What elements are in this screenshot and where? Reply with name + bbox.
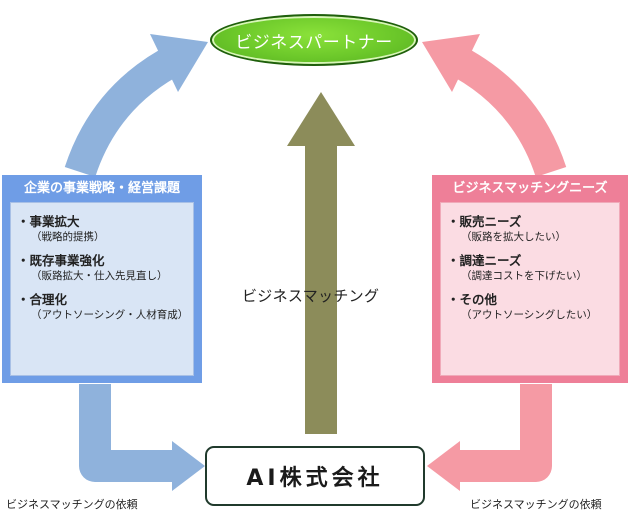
left-request-label: ビジネスマッチングの依頼 (6, 498, 138, 511)
item-heading: ・合理化 (17, 292, 68, 307)
right-request-label: ビジネスマッチングの依頼 (470, 498, 602, 511)
list-item: ・その他 （アウトソーシングしたい） (447, 291, 611, 322)
item-detail: （販路拡大・仕入先見直し） (31, 270, 168, 282)
right-curved-arrowhead (422, 34, 480, 92)
list-item: ・合理化 （アウトソーシング・人材育成） (17, 291, 189, 322)
right-curved-arrow-up (444, 43, 567, 178)
business-partner-ellipse: ビジネスパートナー (210, 14, 418, 66)
item-detail: （調達コストを下げたい） (461, 270, 587, 282)
list-item: ・事業拡大 （戦略的提携） (17, 213, 185, 244)
left-curved-arrow-up (64, 43, 186, 178)
strategy-panel-title: 企業の事業戦略・経営課題 (23, 181, 180, 196)
partner-label: ビジネスパートナー (235, 32, 393, 53)
needs-panel-body: ・販売ニーズ （販路を拡大したい） ・調達ニーズ （調達コストを下げたい） ・そ… (440, 202, 620, 376)
strategy-panel: 企業の事業戦略・経営課題 ・事業拡大 （戦略的提携） ・既存事業強化 （販路拡大… (2, 175, 202, 383)
item-heading: ・事業拡大 (17, 214, 80, 229)
company-box: AI株式会社 (205, 446, 425, 506)
item-detail: （アウトソーシング・人材育成） (31, 309, 189, 321)
left-elbow-arrowhead (172, 441, 205, 491)
center-arrowhead (287, 92, 355, 146)
item-detail: （販路を拡大したい） (461, 231, 566, 243)
needs-panel-title: ビジネスマッチングニーズ (452, 181, 608, 196)
item-heading: ・その他 (447, 292, 498, 307)
item-heading: ・既存事業強化 (17, 253, 105, 268)
needs-panel: ビジネスマッチングニーズ ・販売ニーズ （販路を拡大したい） ・調達ニーズ （調… (432, 175, 628, 383)
strategy-panel-body: ・事業拡大 （戦略的提携） ・既存事業強化 （販路拡大・仕入先見直し） ・合理化… (10, 202, 194, 376)
list-item: ・販売ニーズ （販路を拡大したい） (447, 213, 611, 244)
list-item: ・既存事業強化 （販路拡大・仕入先見直し） (17, 252, 185, 283)
left-elbow-arrow (79, 384, 178, 482)
item-detail: （アウトソーシングしたい） (461, 309, 598, 321)
item-heading: ・調達ニーズ (447, 253, 522, 268)
center-arrow-shaft (305, 142, 337, 434)
list-item: ・調達ニーズ （調達コストを下げたい） (447, 252, 611, 283)
item-detail: （戦略的提携） (31, 231, 105, 243)
item-heading: ・販売ニーズ (447, 214, 522, 229)
matching-label: ビジネスマッチング (242, 287, 380, 305)
company-label: AI株式会社 (246, 466, 384, 491)
right-elbow-arrow (454, 384, 552, 482)
left-curved-arrowhead (150, 34, 208, 92)
right-elbow-arrowhead (427, 441, 460, 491)
